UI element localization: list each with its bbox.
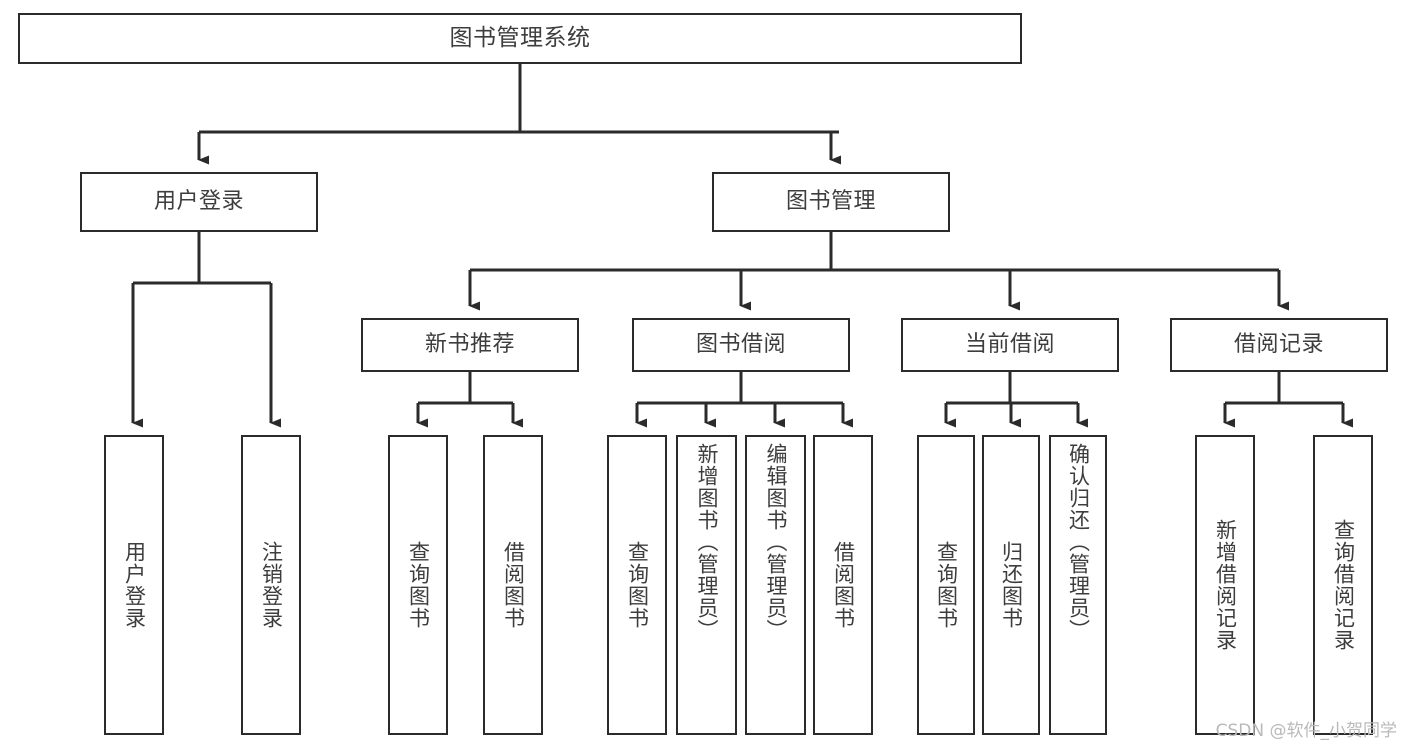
node-current-borrow-label: 当前借阅: [964, 332, 1055, 358]
leaf-records-add-record-label: 新增借阅记录: [1213, 519, 1238, 651]
leaf-current-confirm-return-admin-label: 确认归还（管理员）: [1066, 443, 1091, 641]
node-root-system-label: 图书管理系统: [449, 24, 591, 51]
leaf-borrow-borrow-book[interactable]: 借阅图书: [813, 435, 873, 735]
node-current-borrow[interactable]: 当前借阅: [901, 318, 1119, 372]
node-borrow-records[interactable]: 借阅记录: [1170, 318, 1388, 372]
node-book-management-label: 图书管理: [785, 189, 876, 215]
leaf-user-login[interactable]: 用户登录: [104, 435, 164, 735]
leaf-newbook-query-book-label: 查询图书: [406, 541, 431, 629]
leaf-user-login-label: 用户登录: [122, 541, 147, 629]
node-new-book-recommend[interactable]: 新书推荐: [361, 318, 579, 372]
leaf-borrow-query-book-label: 查询图书: [625, 541, 650, 629]
leaf-records-query-record[interactable]: 查询借阅记录: [1313, 435, 1373, 735]
leaf-borrow-edit-book-admin-label: 编辑图书（管理员）: [763, 443, 788, 641]
node-new-book-recommend-label: 新书推荐: [424, 332, 515, 358]
leaf-current-return-book[interactable]: 归还图书: [982, 435, 1040, 735]
leaf-borrow-add-book-admin-label: 新增图书（管理员）: [694, 443, 719, 641]
node-user-login-label: 用户登录: [153, 189, 244, 215]
leaf-current-confirm-return-admin[interactable]: 确认归还（管理员）: [1049, 435, 1107, 735]
node-root-system[interactable]: 图书管理系统: [18, 13, 1022, 64]
leaf-current-query-book[interactable]: 查询图书: [917, 435, 975, 735]
leaf-user-logout[interactable]: 注销登录: [241, 435, 301, 735]
node-user-login[interactable]: 用户登录: [80, 172, 318, 232]
leaf-borrow-edit-book-admin[interactable]: 编辑图书（管理员）: [745, 435, 806, 735]
leaf-user-logout-label: 注销登录: [259, 541, 284, 629]
leaf-current-return-book-label: 归还图书: [999, 541, 1024, 629]
node-book-borrow-label: 图书借阅: [695, 332, 786, 358]
leaf-current-query-book-label: 查询图书: [934, 541, 959, 629]
leaf-newbook-borrow-book-label: 借阅图书: [501, 541, 526, 629]
leaf-records-query-record-label: 查询借阅记录: [1331, 519, 1356, 651]
leaf-borrow-query-book[interactable]: 查询图书: [607, 435, 667, 735]
node-book-borrow[interactable]: 图书借阅: [632, 318, 850, 372]
leaf-newbook-borrow-book[interactable]: 借阅图书: [483, 435, 543, 735]
leaf-records-add-record[interactable]: 新增借阅记录: [1195, 435, 1255, 735]
leaf-borrow-add-book-admin[interactable]: 新增图书（管理员）: [676, 435, 737, 735]
node-book-management[interactable]: 图书管理: [712, 172, 950, 232]
leaf-borrow-borrow-book-label: 借阅图书: [831, 541, 856, 629]
node-borrow-records-label: 借阅记录: [1233, 332, 1324, 358]
leaf-newbook-query-book[interactable]: 查询图书: [388, 435, 448, 735]
